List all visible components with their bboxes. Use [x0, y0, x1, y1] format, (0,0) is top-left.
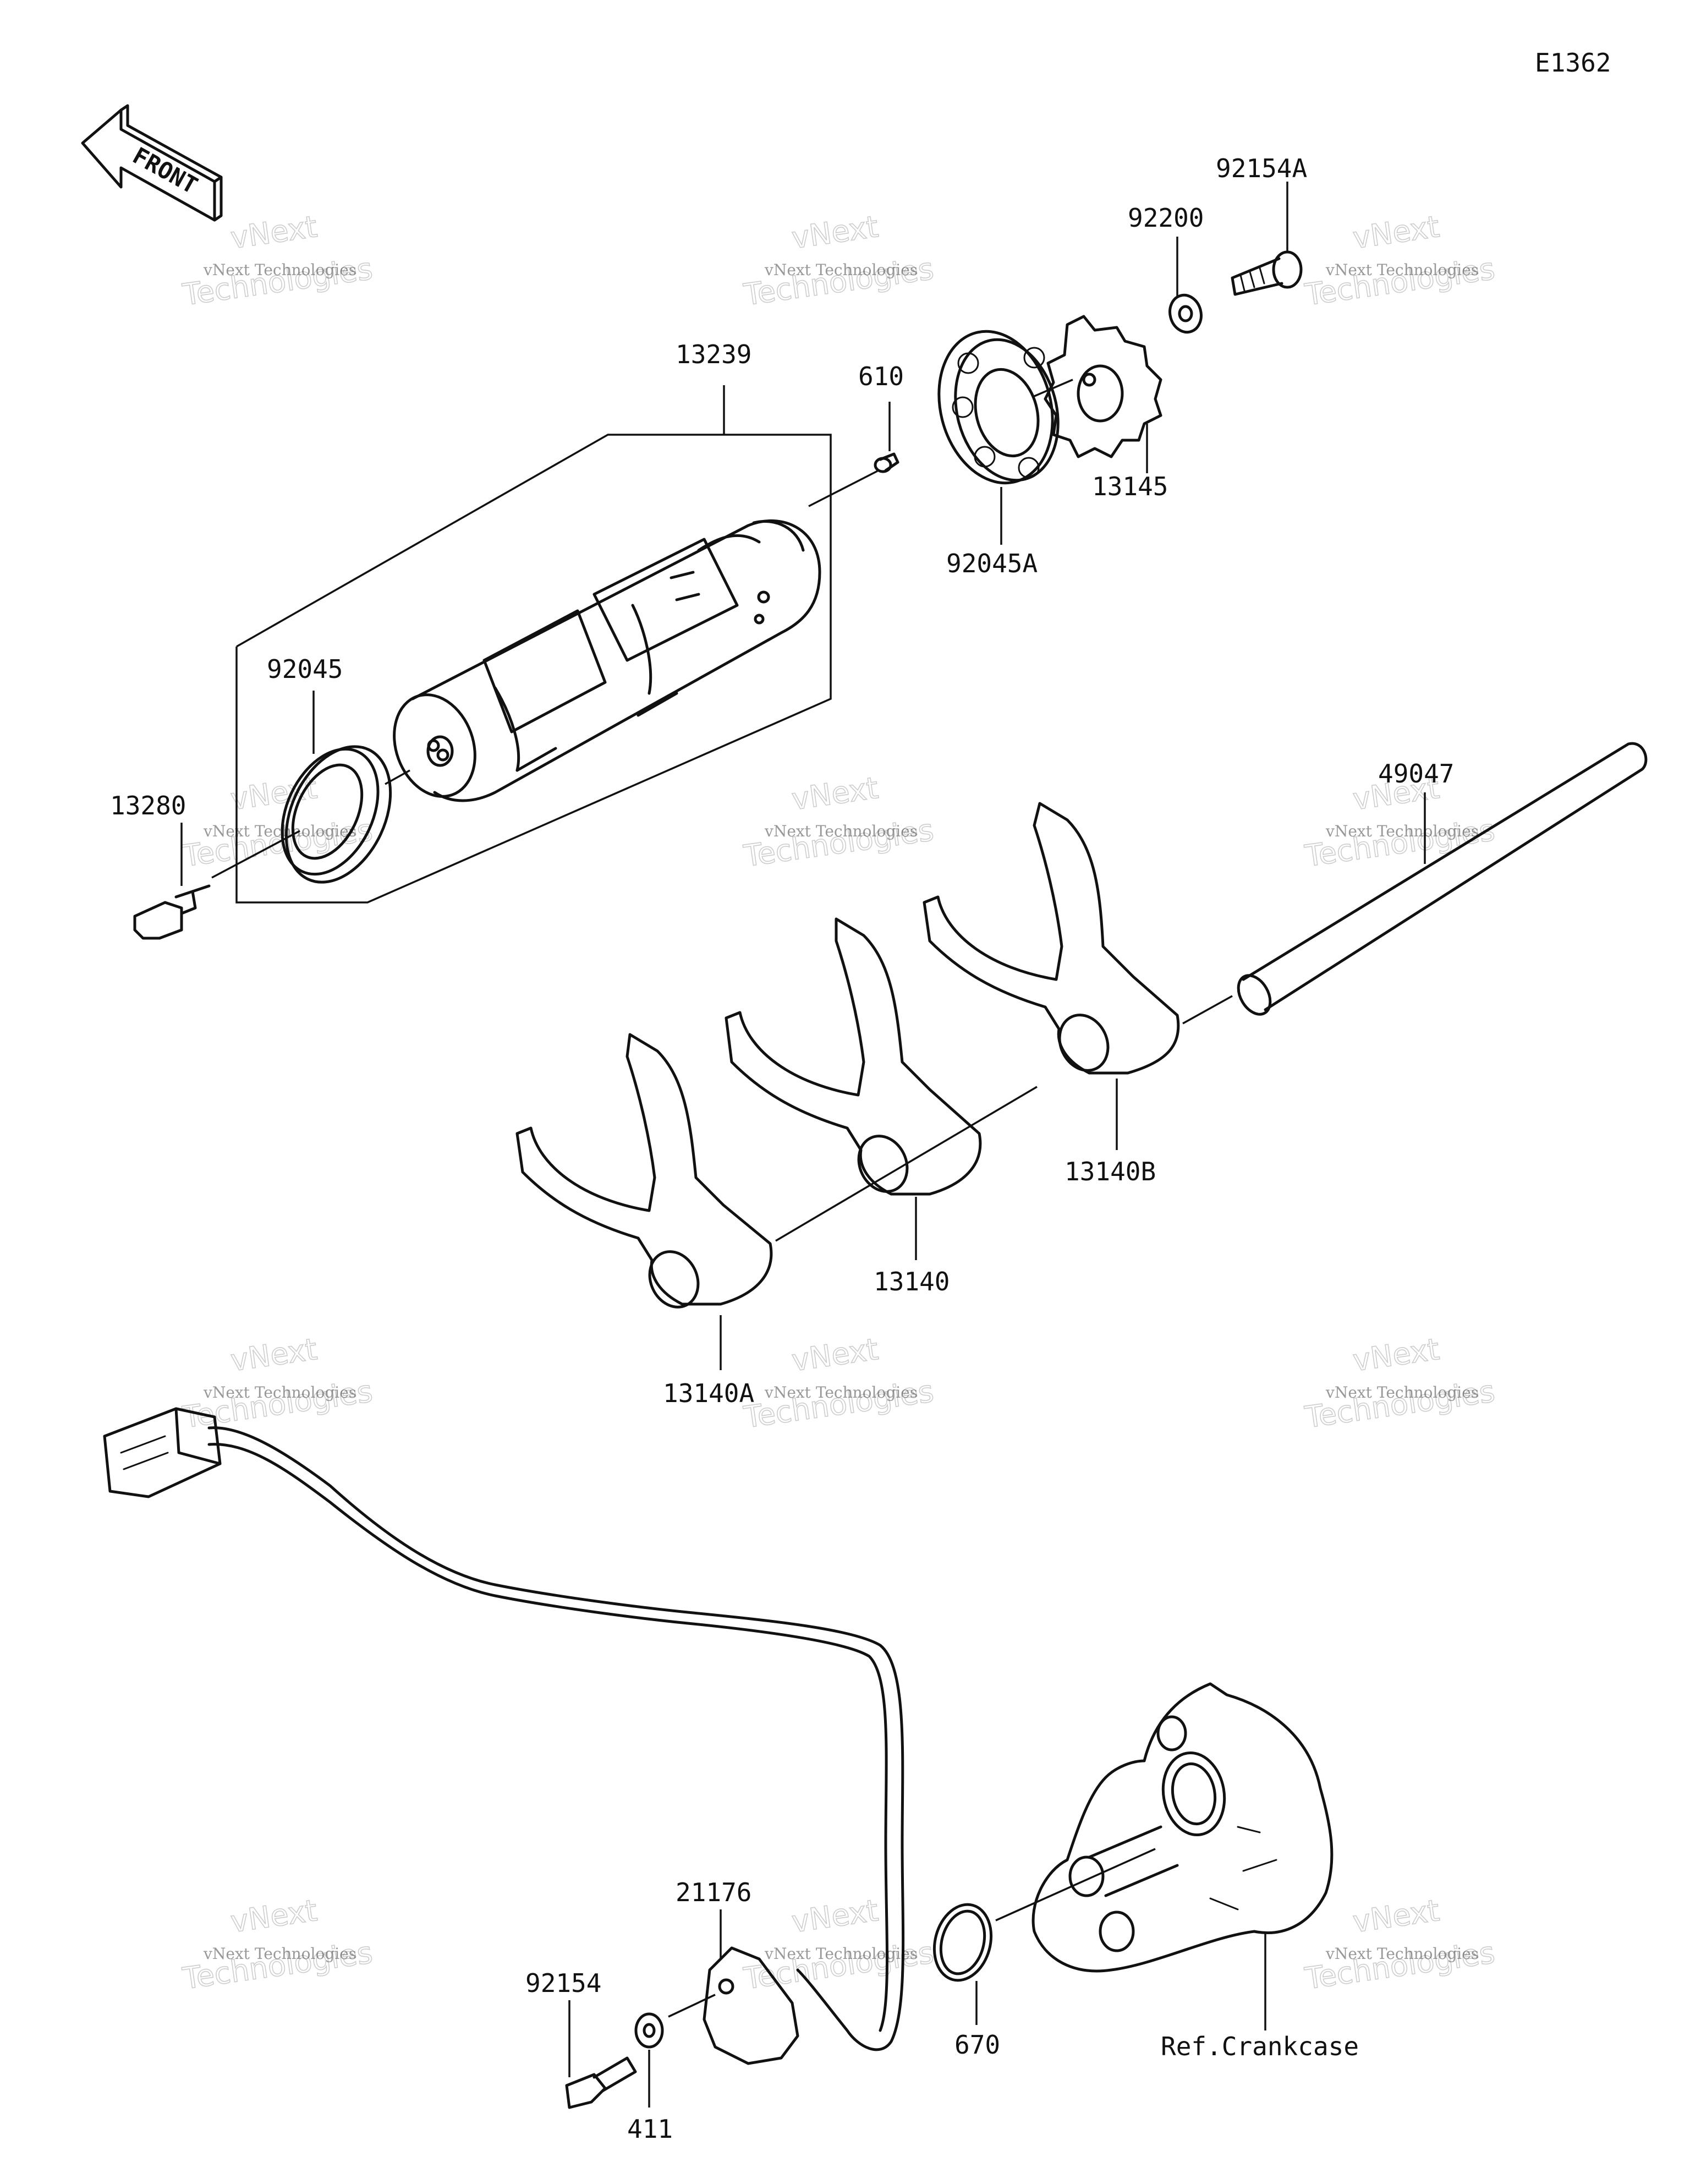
- shift-fork-13140A: [515, 1033, 773, 1370]
- watermark-big-1: vNext: [1351, 1332, 1441, 1378]
- label-92154A: 92154A: [1216, 154, 1307, 183]
- watermark-tile: vNext Technologies vNext Technologies: [741, 770, 936, 874]
- label-610: 610: [858, 362, 904, 391]
- watermark-small: vNext Technologies: [203, 261, 356, 279]
- label-49047: 49047: [1378, 759, 1454, 789]
- label-21176: 21176: [676, 1878, 751, 1907]
- washer-411: [634, 2012, 664, 2108]
- watermark-small: vNext Technologies: [764, 1383, 918, 1402]
- watermark-small: vNext Technologies: [203, 1945, 356, 1963]
- watermark-big-1: vNext: [789, 1332, 880, 1378]
- watermark-small: vNext Technologies: [1325, 822, 1479, 840]
- sensor-21176: [668, 1909, 799, 2065]
- bearing-92045: [281, 691, 410, 884]
- label-411: 411: [627, 2114, 673, 2144]
- label-670: 670: [954, 2030, 1000, 2060]
- watermark-tile: vNext Technologies vNext Technologies: [180, 1892, 375, 1996]
- watermark-small: vNext Technologies: [1325, 1383, 1479, 1402]
- watermark-small: vNext Technologies: [764, 261, 918, 279]
- watermark-tile: vNext Technologies vNext Technologies: [741, 209, 936, 313]
- oring-670: [932, 1848, 1156, 2025]
- shift-drum: [393, 519, 821, 802]
- watermark-small: vNext Technologies: [764, 1945, 918, 1963]
- label-13239: 13239: [676, 340, 751, 369]
- washer-92200: [1168, 237, 1203, 334]
- label-13140B: 13140B: [1065, 1157, 1156, 1186]
- watermark-tile: vNext Technologies vNext Technologies: [1302, 1892, 1497, 1996]
- shift-fork-13140B: [923, 802, 1180, 1150]
- front-arrow-label: FRONT: [128, 142, 202, 199]
- sensor-harness: [103, 1407, 905, 2051]
- watermark-big-1: vNext: [789, 1893, 880, 1939]
- watermark-big-1: vNext: [789, 209, 880, 255]
- watermark-tile: vNext Technologies vNext Technologies: [1302, 209, 1497, 313]
- watermark-tile: vNext Technologies vNext Technologies: [741, 1331, 936, 1435]
- sensor-13280: [133, 823, 300, 940]
- pin-610: [808, 402, 899, 507]
- label-13140: 13140: [874, 1267, 950, 1296]
- bolt-92154: [565, 2000, 637, 2109]
- bearing-92045A: [937, 330, 1060, 545]
- label-92154: 92154: [525, 1968, 601, 1998]
- label-ref-crankcase: Ref.Crankcase: [1161, 2032, 1359, 2061]
- drum-assembly-bracket: [235, 385, 832, 904]
- watermark-big-1: vNext: [228, 1893, 319, 1939]
- watermark-tile: vNext Technologies vNext Technologies: [180, 1331, 375, 1435]
- diagram-code: E1362: [1535, 48, 1611, 78]
- label-13145: 13145: [1092, 472, 1168, 501]
- watermark-small: vNext Technologies: [1325, 261, 1479, 279]
- label-92200: 92200: [1128, 203, 1204, 233]
- watermark-small: vNext Technologies: [203, 822, 356, 840]
- watermark-big-1: vNext: [228, 209, 319, 255]
- label-92045: 92045: [267, 654, 343, 684]
- shift-cam-13145: [1034, 315, 1162, 473]
- watermark-tile: vNext Technologies vNext Technologies: [180, 209, 375, 313]
- watermark-big-1: vNext: [789, 770, 880, 817]
- shift-fork-13140: [725, 917, 982, 1260]
- label-92045A: 92045A: [946, 549, 1038, 578]
- watermark-tile: vNext Technologies vNext Technologies: [741, 1892, 936, 1996]
- watermark-big-1: vNext: [1351, 1893, 1441, 1939]
- watermark-small: vNext Technologies: [1325, 1945, 1479, 1963]
- watermark-small: vNext Technologies: [764, 822, 918, 840]
- front-arrow-icon: FRONT: [81, 104, 223, 222]
- watermark-big-1: vNext: [228, 1332, 319, 1378]
- watermark-big-1: vNext: [1351, 209, 1441, 255]
- watermark-small: vNext Technologies: [203, 1383, 356, 1402]
- crankcase-reference: [1031, 1682, 1334, 2030]
- part-labels: 92154A 92200 13239 610 13145 92045A 9204…: [110, 154, 1454, 2144]
- watermark-group: vNext Technologies vNext Technologies vN…: [180, 209, 1497, 1996]
- watermark-tile: vNext Technologies vNext Technologies: [1302, 1331, 1497, 1435]
- label-13280: 13280: [110, 791, 186, 820]
- label-13140A: 13140A: [663, 1378, 754, 1408]
- bolt-92154A: [1231, 182, 1303, 296]
- watermark-tile: vNext Technologies vNext Technologies: [180, 770, 375, 874]
